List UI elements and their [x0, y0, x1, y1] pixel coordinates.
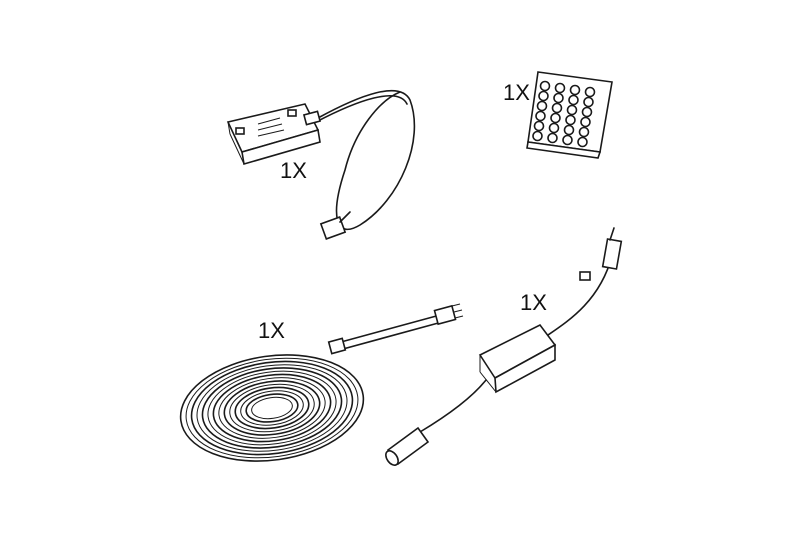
remote-button-icon — [568, 94, 579, 106]
remote-button-icon — [550, 112, 561, 124]
remote-button-icon — [578, 126, 590, 138]
remote-button-icon — [565, 114, 576, 126]
remote-button-icon — [548, 122, 560, 134]
led-strip-quantity: 1X — [258, 318, 285, 343]
power-adapter-illustration — [385, 227, 623, 466]
remote-button-icon — [539, 80, 551, 92]
controller-quantity: 1X — [280, 158, 307, 183]
remote-button-icon — [538, 90, 549, 102]
strip-coil-ring — [212, 373, 332, 443]
strip-coil-ring — [185, 357, 359, 459]
remote-button-icon — [563, 124, 575, 136]
power-adapter-quantity: 1X — [520, 290, 547, 315]
remote-button-icon — [583, 96, 594, 108]
strip-coil-ring — [207, 370, 337, 446]
remote-button-icon — [580, 116, 591, 128]
remote-button-icon — [547, 132, 558, 144]
strip-coil-ring — [223, 380, 321, 436]
strip-coil-ring — [190, 360, 354, 456]
strip-coil-ring — [196, 364, 348, 452]
led-strip-illustration — [179, 303, 464, 462]
remote-button-icon — [569, 84, 581, 96]
remote-button-icon — [532, 130, 543, 142]
strip-coil-ring — [245, 393, 299, 423]
remote-illustration — [526, 71, 613, 159]
remote-button-icon — [554, 82, 566, 94]
remote-button-icon — [581, 106, 593, 118]
remote-button-icon — [562, 134, 573, 146]
controller-illustration — [226, 89, 416, 240]
remote-button-icon — [535, 110, 546, 122]
strip-coil-ring — [201, 367, 343, 449]
remote-button-icon — [553, 92, 564, 104]
remote-button-icon — [584, 86, 596, 98]
strip-coil-ring — [218, 377, 326, 439]
remote-button-icon — [566, 104, 578, 116]
strip-coil-ring — [240, 390, 304, 426]
remote-button-icon — [536, 100, 548, 112]
strip-coil-ring — [229, 383, 315, 433]
strip-coil-ring — [234, 386, 310, 430]
remote-button-icon — [533, 120, 545, 132]
strip-coil-ring — [179, 354, 365, 462]
remote-button-icon — [551, 102, 563, 114]
remote-button-icon — [577, 136, 588, 148]
strip-coil-ring — [251, 396, 293, 420]
remote-quantity: 1X — [503, 80, 530, 105]
